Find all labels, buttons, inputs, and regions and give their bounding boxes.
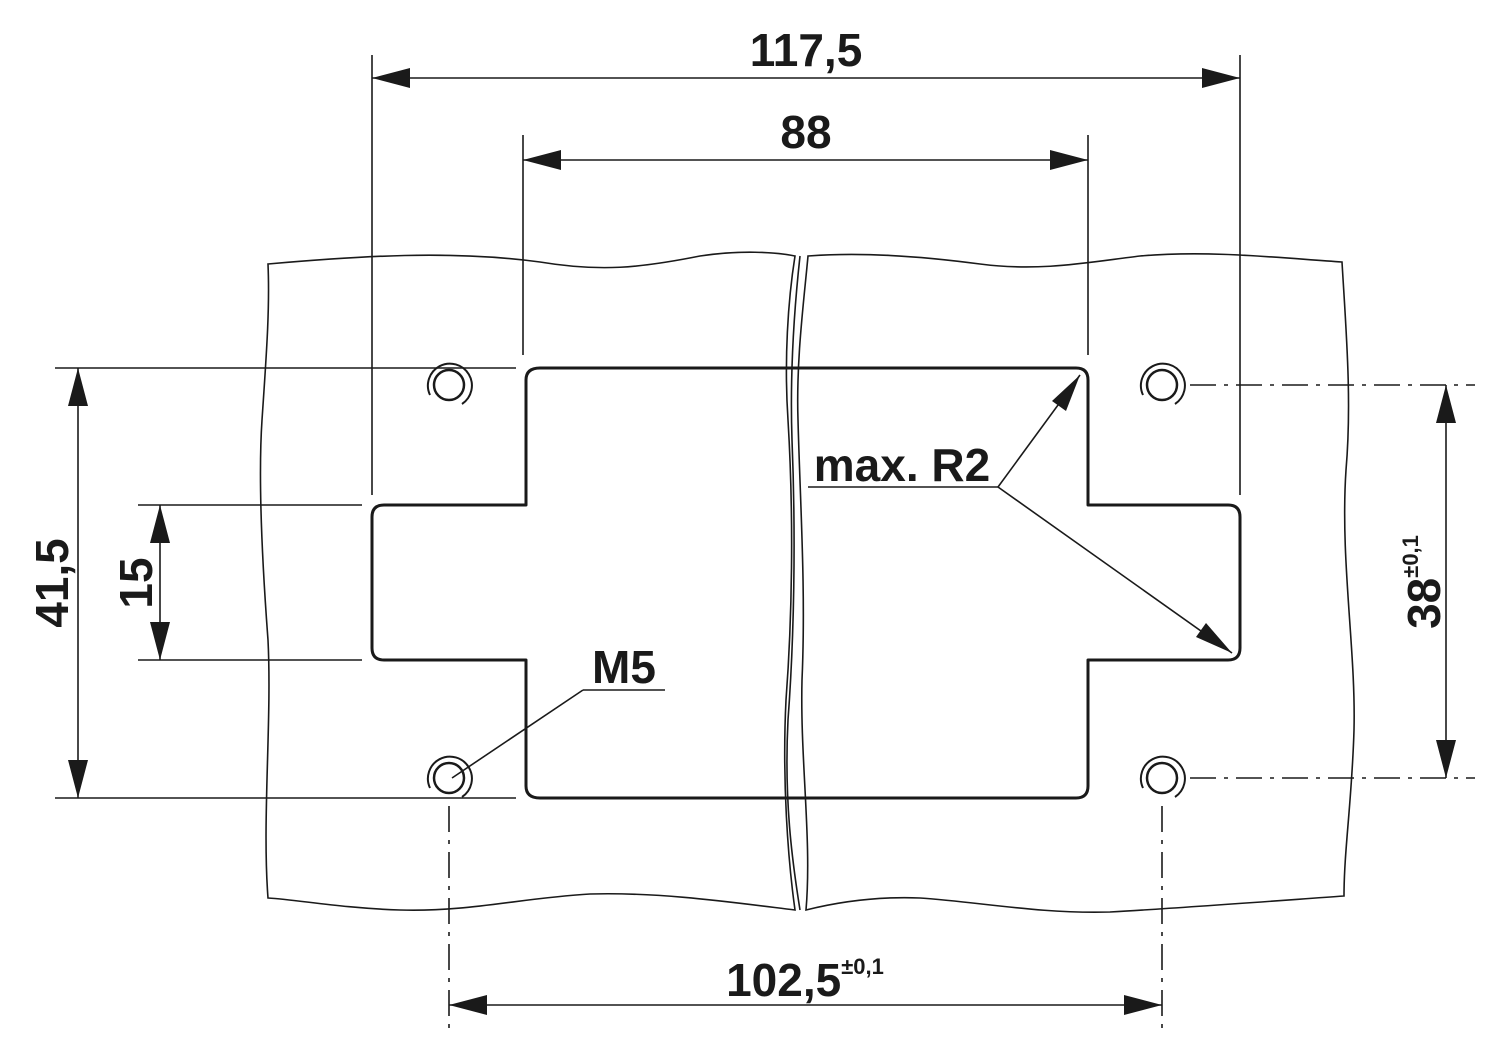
dim-tab-height: 15 [110,505,170,660]
bolt-hole-bottom-right [1139,755,1186,798]
svg-text:102,5±0,1: 102,5±0,1 [726,954,884,1006]
extension-lines [55,55,1241,799]
bolt-hole-bottom-left [426,755,473,798]
dim-cutout-width-value: 88 [780,106,831,158]
leader-corner-radius: max. R2 [808,374,1233,654]
bolt-hole-top-left [426,362,473,405]
dim-overall-width-value: 117,5 [750,24,863,76]
leader-thread: M5 [451,641,665,779]
dim-overall-width: 117,5 [372,24,1240,88]
panel-outline-right [796,253,1355,914]
dim-bolt-spacing-horizontal-value: 102,5 [726,954,841,1006]
svg-text:38±0,1: 38±0,1 [1398,535,1450,629]
dim-bolt-spacing-horizontal: 102,5±0,1 [449,954,1162,1015]
bolt-hole-top-right [1139,362,1186,405]
dim-bolt-spacing-horizontal-tolerance: ±0,1 [841,954,884,979]
break-line [786,255,801,911]
dim-bolt-spacing-vertical-value: 38 [1398,578,1450,629]
dim-cutout-width: 88 [523,106,1088,170]
cutout-outline [370,366,1242,800]
dim-tab-height-value: 15 [110,557,162,608]
corner-radius-label: max. R2 [814,439,990,491]
dim-bolt-spacing-vertical: 38±0,1 [1398,385,1456,778]
dim-overall-height-value: 41,5 [26,538,78,628]
dim-bolt-spacing-vertical-tolerance: ±0,1 [1398,535,1423,578]
panel-outline-left [259,251,796,911]
thread-label: M5 [592,641,656,693]
dim-overall-height: 41,5 [26,368,88,798]
